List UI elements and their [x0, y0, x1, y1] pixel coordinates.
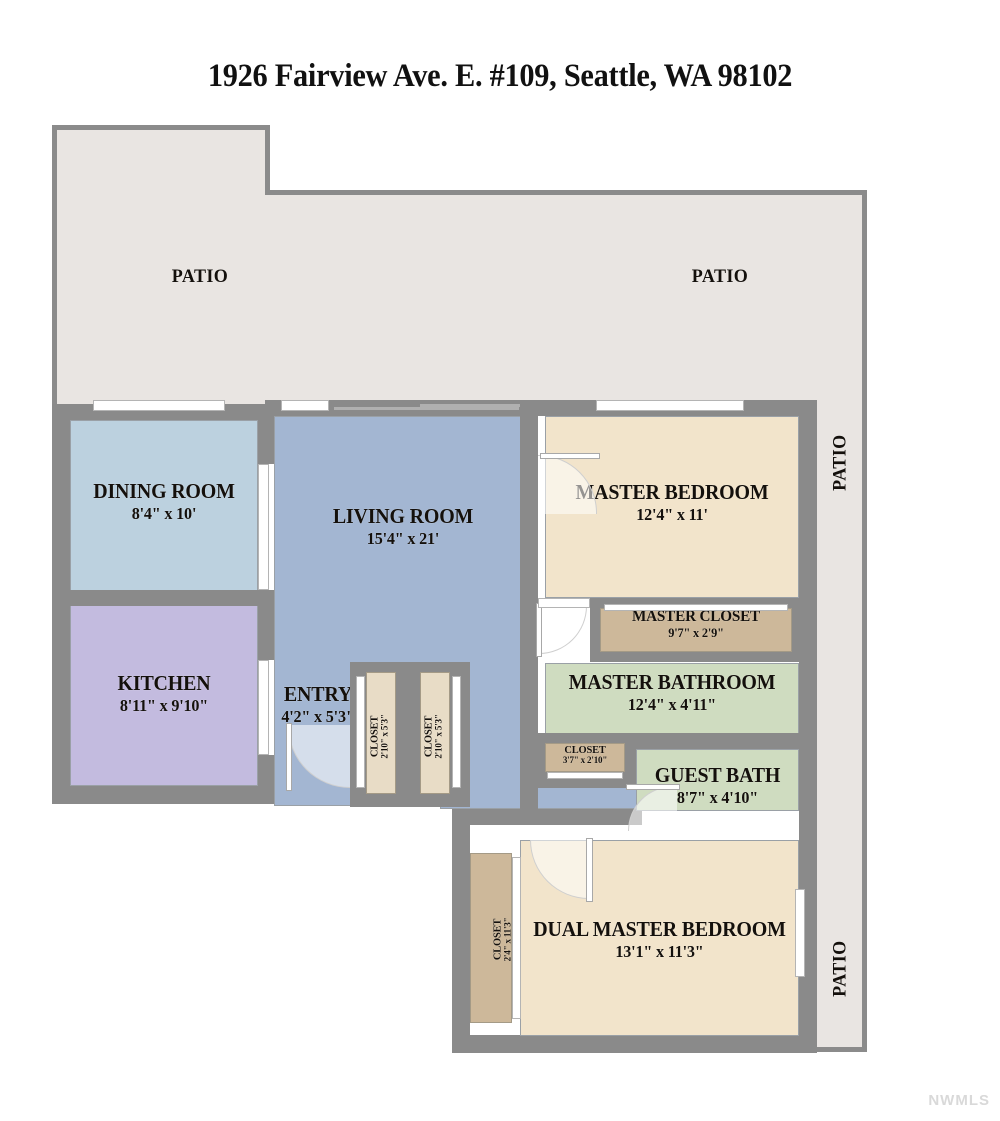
closet-entry-1-door: [356, 676, 365, 788]
kitchen-side-window: [258, 660, 269, 755]
label-closet-entry-2: CLOSET 2'10" x 5'3": [423, 666, 446, 806]
living-room-window-left: [281, 400, 329, 411]
wall-left-dual: [452, 825, 470, 1053]
page-title: 1926 Fairview Ave. E. #109, Seattle, WA …: [207, 58, 793, 94]
label-closet-entry-1: CLOSET 2'10" x 5'3": [369, 666, 392, 806]
patio-border-top-right: [265, 190, 867, 195]
patio-right-upper-area: [812, 402, 867, 1052]
room-closet-entry-2: [420, 672, 450, 794]
patio-border-left: [52, 125, 57, 407]
label-guest-bath-dim: 8'7" x 4'10": [676, 787, 759, 807]
patio-border-bottom: [800, 1047, 867, 1052]
wall-kitchen-right-lower: [258, 755, 274, 803]
label-closet-entry-2-dim: 2'10" x 5'3": [434, 714, 445, 759]
label-guest-bath-name: GUEST BATH: [654, 763, 781, 787]
living-room-slider-panel: [420, 404, 520, 407]
label-closet-entry-2-name: CLOSET: [422, 715, 435, 758]
label-patio-right-lower: PATIO: [829, 889, 850, 1049]
label-living-room: LIVING ROOM 15'4" x 21': [288, 504, 518, 548]
label-master-closet: MASTER CLOSET 9'7" x 2'9": [600, 608, 792, 640]
wall-right-outer-lower: [799, 825, 817, 1053]
label-closet-hall-dim: 3'7" x 2'10": [562, 756, 608, 767]
label-closet-hall-name: CLOSET: [564, 744, 606, 756]
closet-hall-door: [547, 772, 623, 779]
room-closet-dual: [470, 853, 512, 1023]
dual-master-window: [795, 889, 805, 977]
label-dual-master-bedroom-dim: 13'1" x 11'3": [615, 941, 704, 961]
label-dining-room: DINING ROOM 8'4" x 10': [70, 479, 258, 523]
closet-entry-2-door: [452, 676, 461, 788]
label-closet-dual-name: CLOSET: [491, 918, 504, 961]
label-master-bathroom: MASTER BATHROOM 12'4" x 4'11": [545, 670, 799, 714]
label-patio-top-left: PATIO: [120, 266, 280, 287]
master-bathroom-door-swing: [538, 605, 587, 654]
label-dual-master-bedroom-name: DUAL MASTER BEDROOM: [533, 917, 786, 941]
label-patio-right-lower-name: PATIO: [829, 940, 851, 997]
label-master-closet-dim: 9'7" x 2'9": [668, 624, 724, 640]
label-dual-master-bedroom: DUAL MASTER BEDROOM 13'1" x 11'3": [512, 917, 807, 961]
label-master-bedroom: MASTER BEDROOM 12'4" x 11': [545, 480, 799, 524]
label-entry-dim: 4'2" x 5'3": [281, 706, 355, 726]
wall-right-outer-upper: [799, 400, 817, 825]
wall-dining-kitchen: [52, 590, 274, 606]
room-closet-entry-1: [366, 672, 396, 794]
label-living-room-dim: 15'4" x 21': [366, 528, 440, 548]
label-patio-top-right: PATIO: [640, 266, 800, 287]
label-patio-right-upper-name: PATIO: [829, 434, 851, 491]
master-bathroom-gap: [538, 598, 590, 608]
entry-door-leaf: [286, 723, 292, 791]
patio-top-area-2: [52, 192, 867, 404]
label-closet-dual: CLOSET 2'4" x 11'3": [492, 859, 515, 1019]
label-master-bedroom-dim: 12'4" x 11': [636, 504, 708, 524]
master-bedroom-window: [596, 400, 744, 411]
label-master-bedroom-name: MASTER BEDROOM: [575, 480, 769, 504]
label-living-room-name: LIVING ROOM: [332, 504, 474, 528]
label-kitchen-name: KITCHEN: [117, 671, 211, 695]
master-closet-door: [604, 604, 788, 611]
label-patio-right-upper: PATIO: [829, 383, 850, 543]
room-kitchen: [70, 604, 258, 786]
label-master-closet-name: MASTER CLOSET: [631, 608, 761, 625]
label-master-bathroom-name: MASTER BATHROOM: [568, 670, 776, 694]
wall-hall-bottom: [452, 807, 642, 825]
label-dining-room-dim: 8'4" x 10': [131, 503, 197, 523]
label-closet-entry-1-name: CLOSET: [368, 715, 381, 758]
patio-border-notch-vert: [265, 125, 270, 195]
dining-room-side-window: [258, 464, 269, 590]
wall-dining-right: [258, 416, 274, 464]
label-closet-hall: CLOSET 3'7" x 2'10": [545, 744, 625, 767]
closet-dual-door: [512, 857, 521, 1019]
patio-top-area: [52, 125, 270, 195]
label-entry: ENTRY 4'2" x 5'3": [258, 682, 378, 726]
living-room-slider-track: [334, 407, 519, 410]
label-guest-bath: GUEST BATH 8'7" x 4'10": [630, 763, 805, 807]
dual-master-door-leaf: [586, 838, 593, 902]
label-kitchen-dim: 8'11" x 9'10": [119, 695, 209, 715]
label-kitchen: KITCHEN 8'11" x 9'10": [70, 671, 258, 715]
dining-room-window: [93, 400, 225, 411]
room-closet-hall: [545, 743, 625, 772]
wall-kitchen-right: [258, 590, 274, 660]
guest-bath-door-leaf: [626, 784, 680, 790]
room-dining-room: [70, 420, 258, 593]
patio-border-right: [862, 190, 867, 1052]
label-closet-dual-dim: 2'4" x 11'3": [503, 917, 514, 962]
label-closet-entry-1-dim: 2'10" x 5'3": [380, 714, 391, 759]
room-master-bathroom: [545, 663, 799, 735]
label-dining-room-name: DINING ROOM: [93, 479, 235, 503]
patio-border-top-left: [52, 125, 270, 130]
wall-bottom-dual: [452, 1035, 817, 1053]
label-patio-top-left-name: PATIO: [171, 266, 229, 287]
master-bathroom-door-leaf: [536, 603, 542, 657]
label-patio-top-right-name: PATIO: [691, 266, 749, 287]
label-master-bathroom-dim: 12'4" x 4'11": [627, 694, 717, 714]
wall-living-master: [520, 400, 538, 812]
label-entry-name: ENTRY: [283, 682, 353, 706]
master-bedroom-door-leaf: [540, 453, 600, 459]
nwmls-watermark: NWMLS: [928, 1092, 990, 1109]
